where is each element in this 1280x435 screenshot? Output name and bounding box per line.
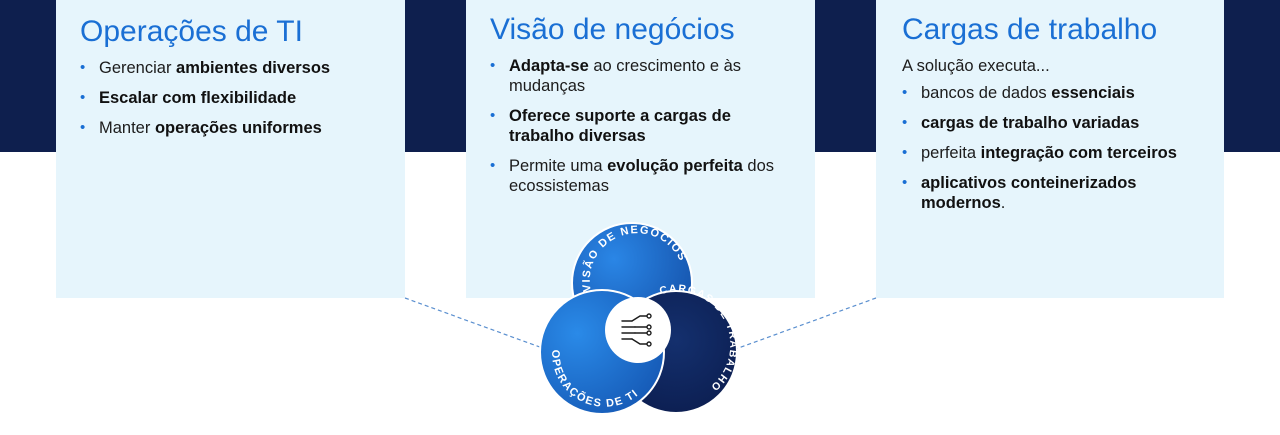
bullet-item: aplicativos conteinerizados modernos. xyxy=(902,173,1200,213)
card-it-operations: Operações de TI Gerenciar ambientes dive… xyxy=(56,0,405,298)
venn-center xyxy=(605,297,671,363)
bullet-item: Adapta-se ao crescimento e às mudanças xyxy=(490,56,791,96)
bullet-item: Escalar com flexibilidade xyxy=(80,88,381,108)
card-title-business-vision: Visão de negócios xyxy=(490,13,735,46)
bullet-item: perfeita integração com terceiros xyxy=(902,143,1200,163)
connector-line-left xyxy=(404,297,549,351)
bullet-item: Gerenciar ambientes diversos xyxy=(80,58,381,78)
card-intro-workloads: A solução executa... xyxy=(902,57,1050,75)
bullet-item: cargas de trabalho variadas xyxy=(902,113,1200,133)
bullet-item: Permite uma evolução perfeita dos ecossi… xyxy=(490,156,791,196)
card-title-it-operations: Operações de TI xyxy=(80,15,303,48)
bullet-item: Oferece suporte a cargas de trabalho div… xyxy=(490,106,791,146)
bullet-list-business-vision: Adapta-se ao crescimento e às mudanças O… xyxy=(490,56,791,196)
bullet-list-it-operations: Gerenciar ambientes diversos Escalar com… xyxy=(80,58,381,138)
card-title-workloads: Cargas de trabalho xyxy=(902,13,1158,46)
bullet-item: bancos de dados essenciais xyxy=(902,83,1200,103)
bullet-item: Manter operações uniformes xyxy=(80,118,381,138)
card-workloads: Cargas de trabalho A solução executa... … xyxy=(876,0,1224,298)
bullet-list-workloads: bancos de dados essenciais cargas de tra… xyxy=(902,83,1200,213)
circuit-icon xyxy=(621,313,652,347)
connector-line-right xyxy=(732,297,877,351)
